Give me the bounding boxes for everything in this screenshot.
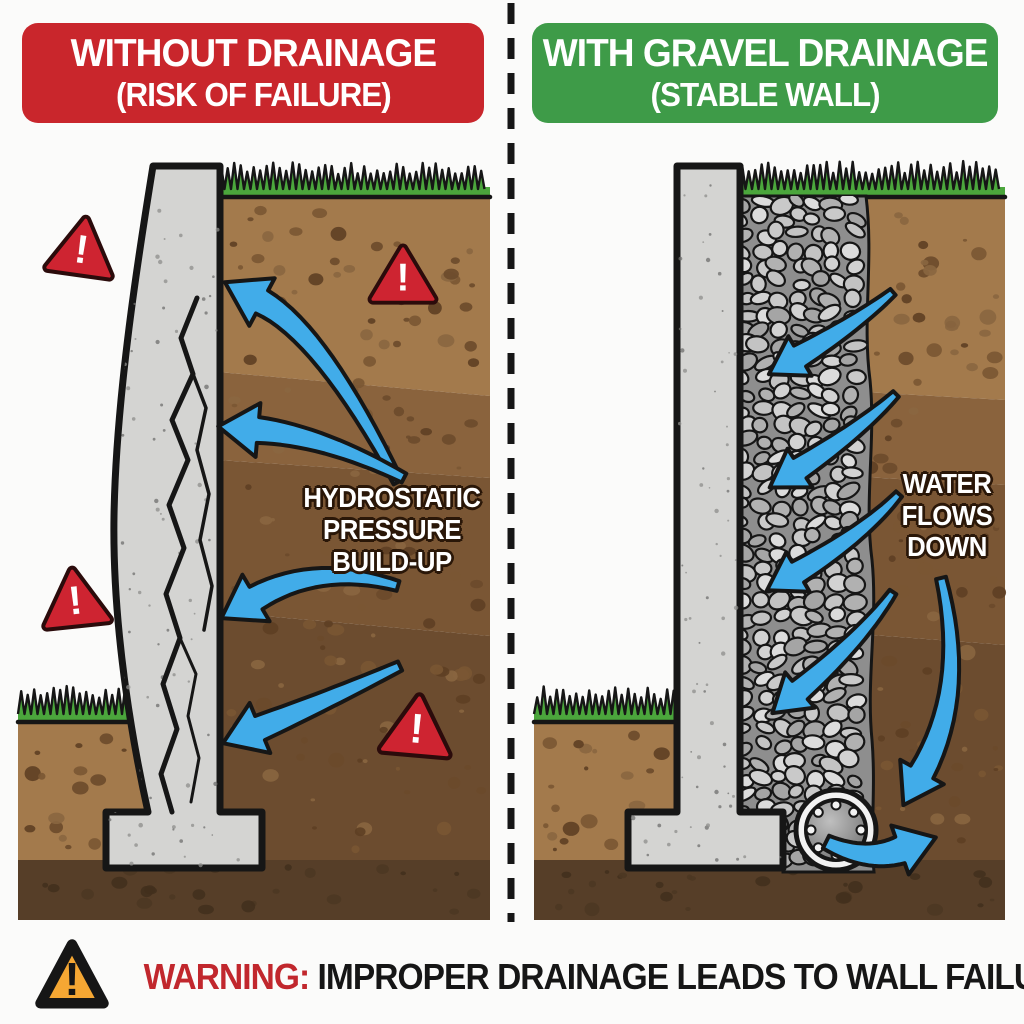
warning-label: WARNING: [143,956,310,997]
warning-message: IMPROPER DRAINAGE LEADS TO WALL FAILURE. [317,956,1024,997]
hydrostatic-pressure-label: HYDROSTATIC PRESSURE BUILD-UP [303,482,481,577]
retaining-walls [106,166,783,868]
footer-warning-text: WARNING: IMPROPER DRAINAGE LEADS TO WALL… [143,955,1024,999]
water-flow-arrows [216,276,962,877]
left-header-subtitle: (RISK OF FAILURE) [115,75,392,113]
left-header-title: WITHOUT DRAINAGE [70,31,437,75]
grass [15,159,1008,725]
right-header-title: WITH GRAVEL DRAINAGE [542,31,989,75]
warning-icon [41,568,108,626]
right-panel-header: WITH GRAVEL DRAINAGE (STABLE WALL) [532,23,998,123]
warning-icon [48,216,117,276]
wall-cracks [158,295,214,815]
left-panel-header: WITHOUT DRAINAGE (RISK OF FAILURE) [22,23,484,123]
water-flows-down-label: WATER FLOWS DOWN [901,468,993,562]
footer-warning-icon [41,945,104,1005]
right-header-subtitle: (STABLE WALL) [650,75,880,113]
